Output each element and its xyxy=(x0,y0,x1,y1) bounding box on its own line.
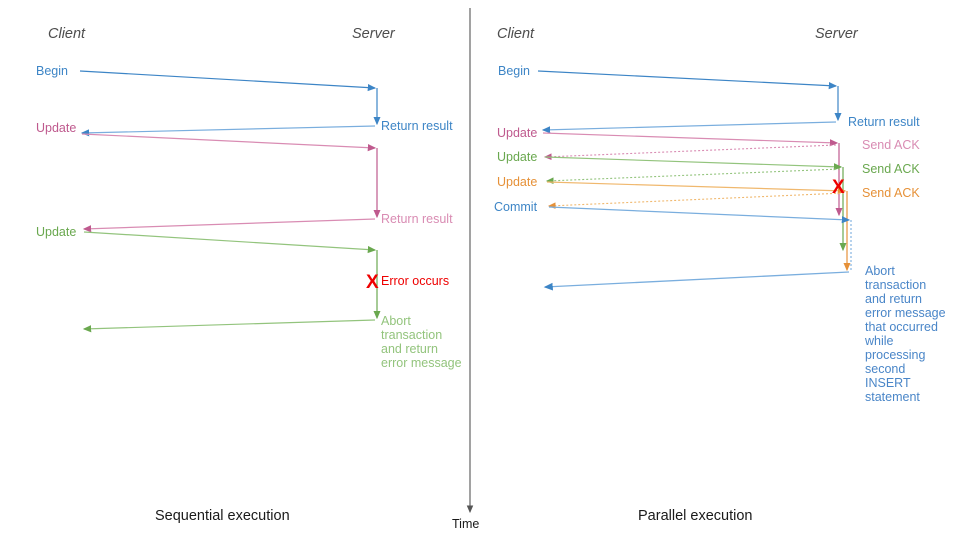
msg-label-update-2: Update xyxy=(36,225,76,239)
msg-label-update-1-return: Return result xyxy=(381,212,453,226)
msg-label-update-1: Update xyxy=(36,121,76,135)
lane-title-server: Server xyxy=(352,26,396,42)
abort-line-8: second xyxy=(865,362,905,376)
panel-caption-sequential: Sequential execution xyxy=(155,508,290,524)
msg-arrow-abort xyxy=(82,319,376,333)
msg-arrow-update-3 xyxy=(546,181,847,195)
msg-arrow-update-1 xyxy=(81,133,377,152)
panel-parallel: Client Server Begin Return result Update… xyxy=(494,26,949,524)
abort-line-4: error message xyxy=(865,306,946,320)
msg-arrow-update-2 xyxy=(544,156,843,171)
lane-title-client: Client xyxy=(497,26,535,42)
abort-line-1: Abort xyxy=(865,264,895,278)
abort-line-9: INSERT xyxy=(865,376,911,390)
msg-label-commit: Commit xyxy=(494,200,538,214)
ack-arrow-update-1 xyxy=(543,144,837,161)
lane-title-server: Server xyxy=(815,26,859,42)
msg-label-update-2-ack: Send ACK xyxy=(862,162,920,176)
msg-label-update-3-ack: Send ACK xyxy=(862,186,920,200)
panel-caption-parallel: Parallel execution xyxy=(638,508,752,524)
error-x-icon: X xyxy=(366,272,379,293)
error-occurs-label: Error occurs xyxy=(381,274,449,288)
abort-line-4: error message xyxy=(381,356,462,370)
abort-line-7: processing xyxy=(865,348,925,362)
msg-label-begin-return: Return result xyxy=(848,115,920,129)
abort-line-2: transaction xyxy=(865,278,926,292)
panel-sequential: Client Server Begin Return result Update… xyxy=(36,26,462,524)
abort-message-text: Abort transaction and return error messa… xyxy=(381,314,462,370)
abort-line-3: and return xyxy=(381,342,438,356)
msg-arrow-abort xyxy=(543,271,850,291)
abort-line-2: transaction xyxy=(381,328,442,342)
msg-arrow-begin-return xyxy=(541,121,837,134)
abort-line-10: statement xyxy=(865,390,920,404)
msg-label-update-2: Update xyxy=(497,150,537,164)
msg-arrow-begin xyxy=(79,70,377,92)
abort-line-5: that occurred xyxy=(865,320,938,334)
time-axis-label: Time xyxy=(452,517,479,531)
msg-arrow-update-2 xyxy=(83,231,377,254)
abort-line-1: Abort xyxy=(381,314,411,328)
msg-arrow-update-1-return xyxy=(82,218,376,233)
abort-message-text: Abort transaction and return error messa… xyxy=(864,264,949,404)
msg-label-update-1-ack: Send ACK xyxy=(862,138,920,152)
msg-label-update-3: Update xyxy=(497,175,537,189)
msg-arrow-update-1 xyxy=(542,132,839,147)
msg-label-begin: Begin xyxy=(498,64,530,78)
msg-arrow-commit xyxy=(548,206,851,224)
msg-arrow-begin xyxy=(537,70,838,90)
abort-line-3: and return xyxy=(865,292,922,306)
lane-title-client: Client xyxy=(48,26,86,42)
msg-label-update-1: Update xyxy=(497,126,537,140)
msg-label-begin-return: Return result xyxy=(381,119,453,133)
msg-arrow-begin-return xyxy=(80,125,376,137)
error-x-icon: X xyxy=(832,177,845,198)
abort-line-6: while xyxy=(864,334,894,348)
msg-label-begin: Begin xyxy=(36,64,68,78)
ack-arrow-update-2 xyxy=(545,168,841,185)
ack-arrow-update-3 xyxy=(547,192,845,210)
